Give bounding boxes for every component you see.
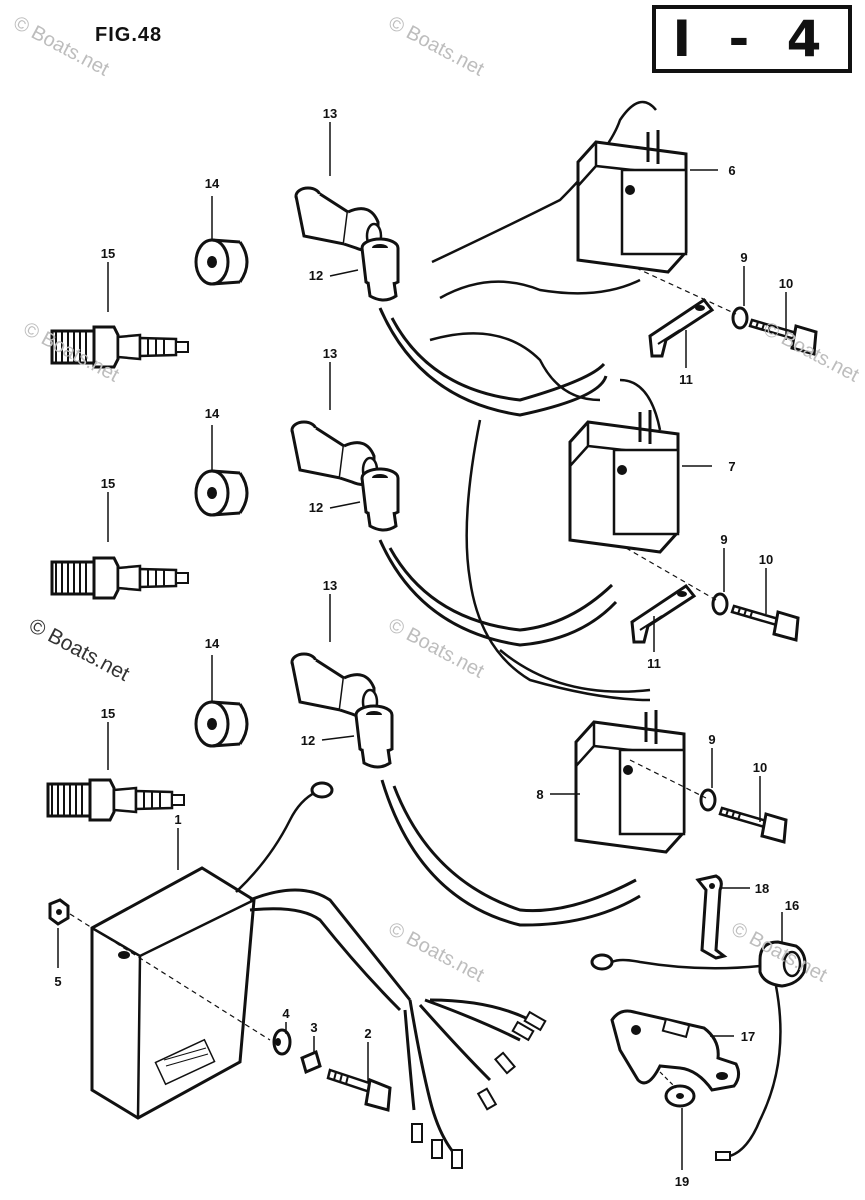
callout-12c: 12 (301, 733, 315, 748)
callout-19: 19 (675, 1174, 689, 1189)
callout-12b: 12 (309, 500, 323, 515)
callout-3: 3 (310, 1020, 317, 1035)
callout-5: 5 (54, 974, 61, 989)
callout-9a: 9 (740, 250, 747, 265)
switch-plate (610, 1009, 741, 1092)
callout-2: 2 (364, 1026, 371, 1041)
ignition-coil-3 (574, 708, 686, 854)
leader-lines (57, 122, 787, 1170)
callout-18: 18 (755, 881, 769, 896)
washer-4 (272, 1028, 292, 1056)
cap-grommet-3 (194, 700, 249, 748)
callout-12a: 12 (309, 268, 323, 283)
figure-title: FIG.48 (95, 24, 163, 46)
callout-14c: 14 (205, 636, 220, 651)
callout-numbers: 15 15 15 14 14 14 13 13 13 12 12 12 6 7 … (54, 106, 799, 1189)
coil-bracket-2 (630, 584, 696, 644)
callout-9c: 9 (708, 732, 715, 747)
callout-13a: 13 (323, 106, 337, 121)
cord-sleeve-2 (360, 467, 400, 532)
cap-grommet-1 (194, 238, 249, 286)
callout-10b: 10 (759, 552, 773, 567)
callout-11b: 11 (647, 656, 661, 671)
cdi-screw (326, 1068, 392, 1112)
callout-9b: 9 (720, 532, 727, 547)
cdi-harness (249, 888, 531, 1162)
ignition-coil-2 (568, 408, 680, 554)
callout-14b: 14 (205, 406, 220, 421)
high-tension-cords (378, 307, 641, 927)
ignition-coil-1 (576, 128, 688, 274)
callout-14a: 14 (205, 176, 220, 191)
coil-bolt-2 (730, 604, 800, 642)
lock-washer-3 (300, 1049, 322, 1075)
switch (590, 940, 807, 1161)
callout-17: 17 (741, 1029, 755, 1044)
callout-15c: 15 (101, 706, 115, 721)
callout-15b: 15 (101, 476, 115, 491)
spark-plug-2 (50, 556, 190, 600)
cdi-unit (90, 866, 256, 1120)
cap-grommet-2 (194, 469, 249, 517)
callout-6: 6 (728, 163, 735, 178)
switch-clamp (695, 874, 728, 960)
spark-plug-3 (46, 778, 186, 822)
sheet-label-box: I - 4 (652, 5, 852, 73)
callout-1: 1 (174, 812, 181, 827)
cord-sleeve-3 (354, 704, 394, 769)
callout-13c: 13 (323, 578, 337, 593)
washers (699, 306, 749, 812)
sheet-label: I - 4 (672, 10, 832, 68)
callout-8: 8 (536, 787, 543, 802)
coil-bracket-1 (648, 298, 714, 358)
callout-4: 4 (282, 1006, 290, 1021)
coil-bolt-3 (718, 806, 788, 844)
callout-7: 7 (728, 459, 735, 474)
nut (48, 898, 70, 926)
callout-10c: 10 (753, 760, 767, 775)
cord-sleeve-1 (360, 237, 400, 302)
callout-10a: 10 (779, 276, 793, 291)
callout-13b: 13 (323, 346, 337, 361)
callout-16: 16 (785, 898, 799, 913)
callout-15a: 15 (101, 246, 115, 261)
harness-connectors (411, 1010, 547, 1169)
callout-11a: 11 (679, 372, 693, 387)
